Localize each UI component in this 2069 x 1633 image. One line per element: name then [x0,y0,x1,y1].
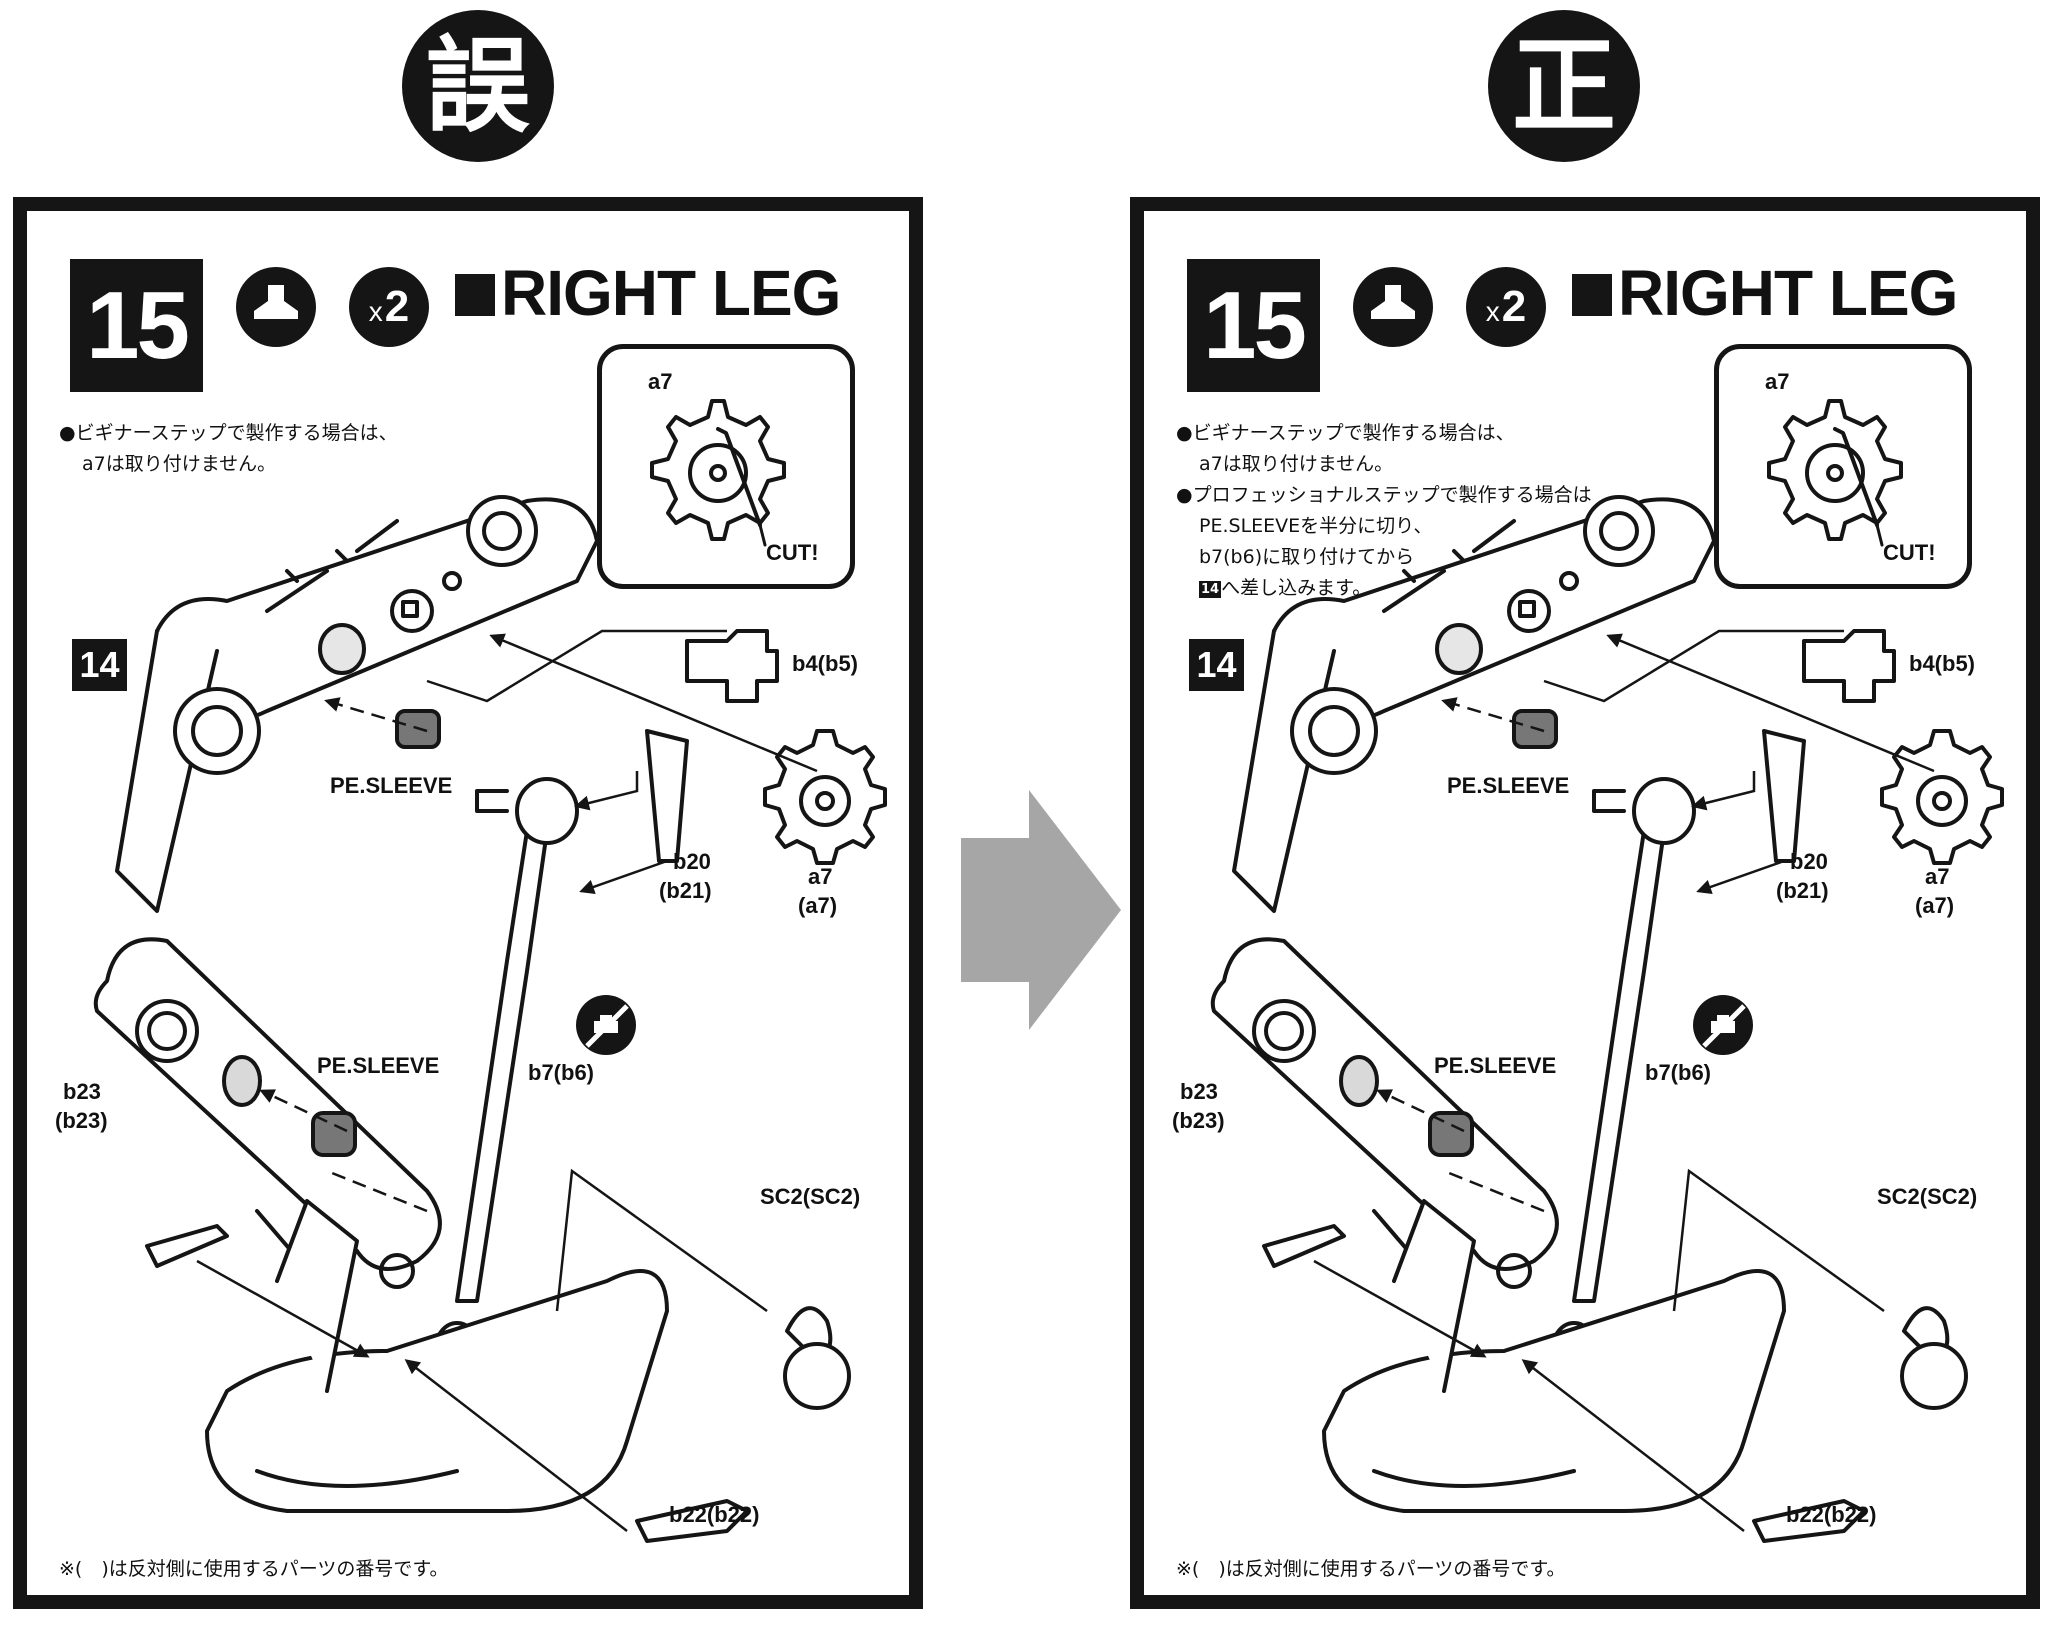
note-professional-cont3-text: へ差し込みます。 [1221,577,1372,599]
no-glue-icon [1693,995,1753,1055]
step-title-text: RIGHT LEG [1618,257,1958,329]
right-arrow-icon [961,790,1121,1030]
step-title: RIGHT LEG [1572,255,1958,332]
note-beginner: ●ビギナーステップで製作する場合は、 [59,422,398,444]
label-b20: b20 [673,849,711,874]
upper-leg-frame [1232,495,1716,913]
instruction-notes: ●ビギナーステップで製作する場合は、 a7は取り付けません。 ●プロフェッショナ… [1176,418,1592,604]
label-a7: a7 [1925,864,1950,889]
upper-leg-frame [115,495,599,913]
note-beginner-cont: a7は取り付けません。 [82,453,277,475]
label-a7-top: a7 [1765,369,1790,394]
right-leg-assembly-drawing [1210,399,2004,1543]
label-a7-paren: (a7) [1915,893,1955,918]
label-a7: a7 [808,864,833,889]
step-number: 15 [1187,259,1320,392]
note-professional: ●プロフェッショナルステップで製作する場合は [1176,484,1592,506]
a7-cut-detail-gear [1767,399,1903,547]
b4-part [685,629,779,703]
a7-gear-part [1880,729,2004,865]
label-a7-top: a7 [648,369,673,394]
previous-step-number: 14 [1189,639,1244,691]
mold-piece-icon [236,267,316,347]
label-pe-sleeve-lower: PE.SLEEVE [317,1053,440,1078]
label-b23-paren: (b23) [1172,1108,1225,1133]
instruction-notes: ●ビギナーステップで製作する場合は、 a7は取り付けません。 [59,418,398,480]
label-cut: CUT! [766,540,819,565]
b22-part [635,1499,749,1543]
cut-detail-box [597,344,855,589]
b23-part [1262,1224,1346,1268]
label-pe-sleeve-lower: PE.SLEEVE [1434,1053,1557,1078]
base-stand [205,1199,669,1513]
quantity-x: x [368,296,383,327]
b20-plate [1762,729,1806,863]
note-professional-cont2: b7(b6)に取り付けてから [1199,546,1415,568]
quantity-number: 2 [384,282,410,331]
quantity-x: x [1485,296,1500,327]
note-beginner-cont: a7は取り付けません。 [1199,453,1394,475]
label-b22: b22(b22) [1786,1502,1877,1527]
step-title-text: RIGHT LEG [501,257,841,329]
cut-detail-box [1714,344,1972,589]
mold-piece-icon [1353,267,1433,347]
label-b22: b22(b22) [669,1502,760,1527]
b4-part [1802,629,1896,703]
label-b7: b7(b6) [528,1060,594,1085]
right-leg-assembly-drawing [93,399,887,1543]
b20-plate [645,729,689,863]
label-pe-sleeve-upper: PE.SLEEVE [1447,773,1570,798]
label-cut: CUT! [1883,540,1936,565]
step-title: RIGHT LEG [455,255,841,332]
label-b21: (b21) [1776,878,1829,903]
a7-cut-detail-gear [650,399,786,547]
label-b4: b4(b5) [792,651,858,676]
label-sc2: SC2(SC2) [1877,1184,1978,1209]
step-14-mini-box: 14 [1199,581,1222,598]
sc2-part [1900,1306,1968,1410]
lower-leg-frame [93,937,442,1289]
label-b21: (b21) [659,878,712,903]
a7-gear-part [763,729,887,865]
b22-part [1752,1499,1866,1543]
previous-step-number: 14 [72,639,127,691]
lower-leg-frame [1210,937,1559,1289]
note-professional-cont1: PE.SLEEVEを半分に切り、 [1199,515,1433,537]
label-pe-sleeve-upper: PE.SLEEVE [330,773,453,798]
title-square-mark [1572,274,1612,316]
b23-part [145,1224,229,1268]
parts-footnote: ※( )は反対側に使用するパーツの番号です。 [59,1558,449,1580]
quantity-number: 2 [1501,282,1527,331]
step-number: 15 [70,259,203,392]
no-glue-icon [576,995,636,1055]
label-b23: b23 [1180,1079,1218,1104]
label-b20: b20 [1790,849,1828,874]
title-square-mark [455,274,495,316]
wrong-badge: 誤 [402,10,554,162]
label-b23: b23 [63,1079,101,1104]
label-b7: b7(b6) [1645,1060,1711,1085]
parts-footnote: ※( )は反対側に使用するパーツの番号です。 [1176,1558,1566,1580]
base-stand [1322,1199,1786,1513]
label-b4: b4(b5) [1909,651,1975,676]
note-beginner: ●ビギナーステップで製作する場合は、 [1176,422,1515,444]
label-sc2: SC2(SC2) [760,1184,861,1209]
label-a7-paren: (a7) [798,893,838,918]
correct-badge: 正 [1488,10,1640,162]
label-b23-paren: (b23) [55,1108,108,1133]
sc2-part [783,1306,851,1410]
